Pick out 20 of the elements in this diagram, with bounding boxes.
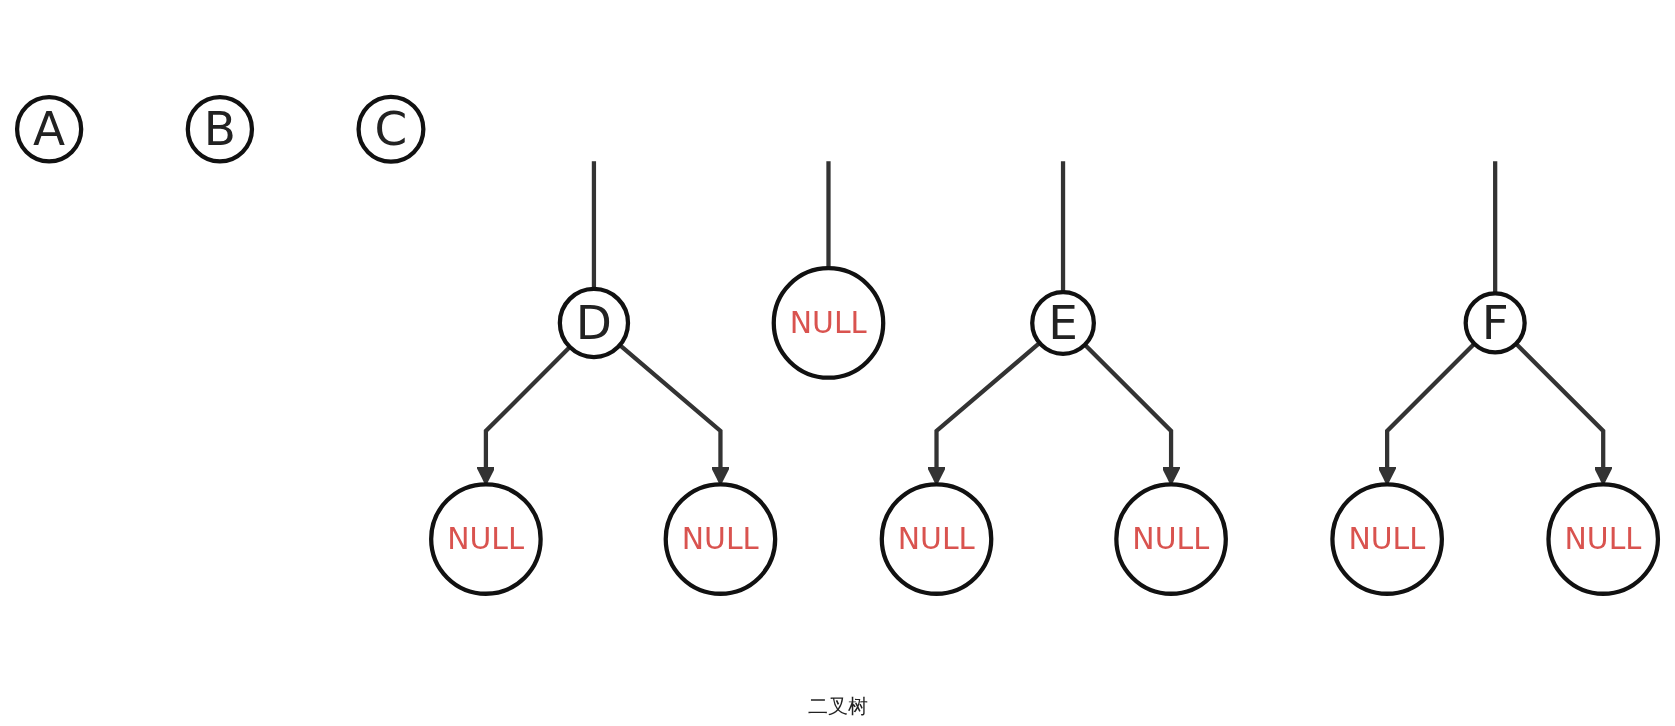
arrow <box>927 340 1041 485</box>
arrow <box>1514 341 1613 485</box>
node-circle: A <box>14 94 84 163</box>
node-circle: D <box>557 286 631 359</box>
caption-text: 二叉树 <box>807 693 868 720</box>
node-circle: B <box>185 94 255 164</box>
node-circle: C <box>356 94 426 164</box>
arrow <box>476 345 572 485</box>
node-circle: NULL <box>663 481 778 596</box>
node-circle: NULL <box>1114 481 1228 596</box>
node-circle: NULL <box>1546 481 1661 596</box>
node-circle: NULL <box>879 481 994 596</box>
node-circle: F <box>1463 290 1527 355</box>
node-circle: NULL <box>429 481 543 596</box>
node-circle: NULL <box>771 265 886 380</box>
connector <box>826 160 831 268</box>
arrow <box>1377 341 1476 485</box>
node-circle: NULL <box>1330 481 1444 596</box>
arrow <box>618 343 730 485</box>
node-circle: E <box>1030 289 1096 356</box>
